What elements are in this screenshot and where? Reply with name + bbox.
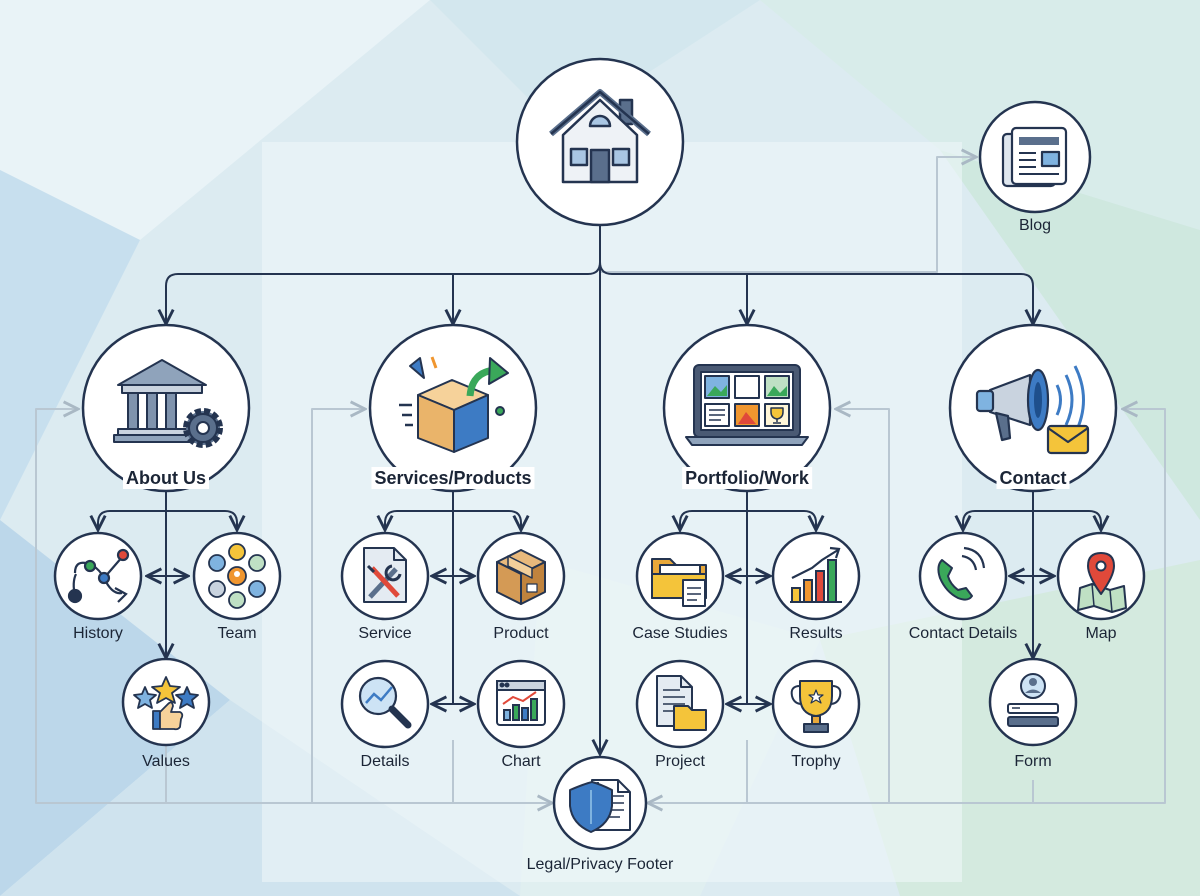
chart-label[interactable]: Chart bbox=[501, 753, 541, 770]
people-group-icon bbox=[208, 543, 266, 609]
services-products-label[interactable]: Services/Products bbox=[371, 467, 535, 489]
trophy-icon bbox=[790, 680, 842, 733]
blog-label[interactable]: Blog bbox=[1018, 217, 1052, 234]
case-studies-label[interactable]: Case Studies bbox=[632, 625, 728, 642]
product-label[interactable]: Product bbox=[493, 625, 549, 642]
team-label[interactable]: Team bbox=[217, 625, 257, 642]
project-label[interactable]: Project bbox=[655, 753, 705, 770]
bar-chart-growth-icon bbox=[790, 546, 842, 603]
map-pin-icon bbox=[1077, 552, 1127, 613]
trophy-label[interactable]: Trophy bbox=[791, 753, 841, 770]
contact-label[interactable]: Contact bbox=[996, 467, 1070, 489]
megaphone-mail-icon bbox=[975, 365, 1090, 455]
form-node bbox=[988, 657, 1078, 747]
loop-about bbox=[35, 409, 167, 804]
contact-details-label[interactable]: Contact Details bbox=[908, 625, 1018, 642]
portfolio-work-label[interactable]: Portfolio/Work bbox=[682, 467, 812, 489]
about-us-label[interactable]: About Us bbox=[123, 467, 209, 489]
user-form-icon bbox=[1007, 673, 1059, 727]
phone-call-icon bbox=[937, 546, 986, 601]
cardboard-box-icon bbox=[496, 549, 546, 605]
tree-connectors bbox=[98, 225, 1101, 754]
map-label[interactable]: Map bbox=[1085, 625, 1117, 642]
legal-privacy-footer-label[interactable]: Legal/Privacy Footer bbox=[526, 856, 674, 873]
package-arrow-icon bbox=[399, 356, 509, 453]
timeline-path-icon bbox=[67, 548, 130, 604]
values-node bbox=[121, 657, 211, 747]
newspaper-icon bbox=[1001, 126, 1068, 188]
browser-chart-icon bbox=[496, 680, 546, 726]
results-label[interactable]: Results bbox=[789, 625, 843, 642]
magnifier-chart-icon bbox=[358, 676, 412, 729]
details-label[interactable]: Details bbox=[360, 753, 410, 770]
stars-thumbs-up-icon bbox=[133, 676, 199, 731]
history-node bbox=[53, 531, 143, 621]
house-icon bbox=[549, 89, 651, 184]
document-tools-icon bbox=[363, 547, 407, 603]
service-label[interactable]: Service bbox=[358, 625, 412, 642]
folder-document-icon bbox=[651, 558, 707, 607]
loop-contact bbox=[1032, 409, 1166, 804]
home-to-blog bbox=[600, 157, 976, 273]
laptop-gallery-icon bbox=[685, 364, 809, 446]
history-label[interactable]: History bbox=[73, 625, 123, 642]
shield-document-icon bbox=[569, 779, 631, 833]
document-folder-icon bbox=[656, 675, 707, 731]
feedback-loops bbox=[35, 157, 1166, 804]
contact-details-node bbox=[918, 531, 1008, 621]
institution-gear-icon bbox=[113, 359, 223, 448]
values-label[interactable]: Values bbox=[142, 753, 190, 770]
form-label[interactable]: Form bbox=[1014, 753, 1052, 770]
